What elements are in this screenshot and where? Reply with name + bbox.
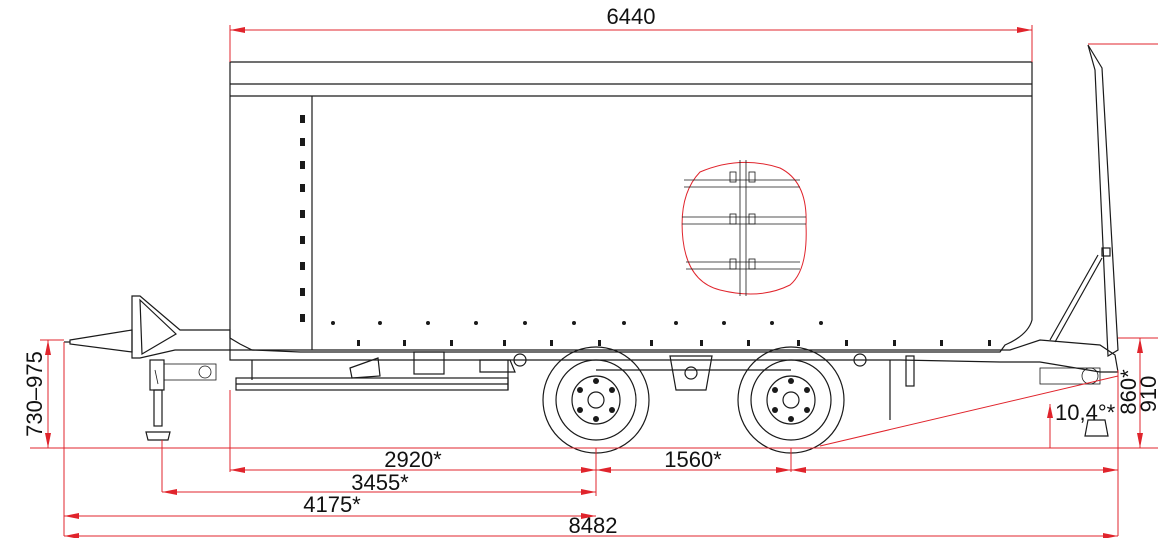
support-leg [145, 359, 217, 441]
detail-view-circle [681, 160, 807, 296]
dim-overall-length: 8482 [569, 513, 618, 538]
trailer-body [64, 44, 1119, 454]
front-axle-wheel [542, 346, 650, 454]
dimension-lines [30, 25, 1158, 538]
rear-equipment [889, 355, 1109, 437]
dim-front-to-axle-b: 4175* [303, 492, 361, 517]
drawbar [64, 295, 231, 359]
suspension [513, 353, 867, 391]
dim-ramp-angle: 10,4°* [1055, 400, 1116, 425]
rear-axle-wheel [737, 346, 845, 454]
dim-axle-spacing: 1560* [664, 447, 722, 472]
dim-coupling-height: 730–975 [22, 351, 47, 437]
dim-front-to-axle-a: 3455* [351, 470, 409, 495]
tarp-buckles [300, 115, 305, 322]
dim-wheelbase-front: 2920* [384, 447, 442, 472]
chassis-frame [229, 339, 1119, 391]
dimension-labels: 6440 2920* 1560* 3455* 4175* 8482 730–97… [22, 4, 1158, 538]
loading-ramp [1049, 44, 1119, 358]
tarp-hooks [357, 340, 991, 346]
dim-rear-height-a: 860* [1116, 369, 1141, 415]
tarp-rivets [331, 321, 823, 325]
dim-body-length: 6440 [607, 4, 656, 29]
dim-rear-height-b: 910 [1136, 376, 1158, 413]
